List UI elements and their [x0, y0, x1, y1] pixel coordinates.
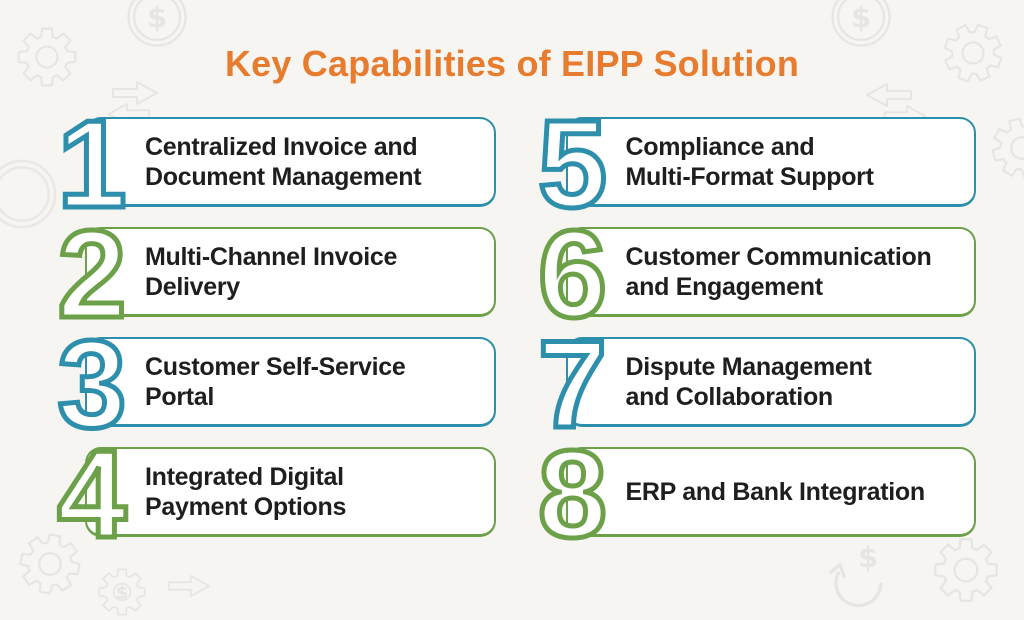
left-column: Centralized Invoice and Document Managem…: [40, 101, 496, 560]
capability-card: Integrated Digital Payment Options: [85, 447, 496, 538]
dollar-coin-icon: [830, 0, 892, 48]
capabilities-grid: Centralized Invoice and Document Managem…: [0, 101, 1024, 560]
capability-card: Dispute Management and Collaboration: [565, 337, 976, 428]
capability-card: Multi-Channel Invoice Delivery: [85, 227, 496, 318]
capability-number: 2: [55, 206, 129, 345]
dollar-coin-icon: [126, 0, 188, 48]
capability-item-6: Customer Communication and Engagement 6: [521, 211, 976, 340]
gear-dollar-icon: [94, 564, 150, 620]
page-title: Key Capabilities of EIPP Solution: [224, 43, 800, 84]
capability-card: Centralized Invoice and Document Managem…: [85, 117, 496, 208]
capability-card: ERP and Bank Integration: [565, 447, 976, 538]
capability-item-8: ERP and Bank Integration 8: [521, 431, 976, 560]
capability-label: Multi-Channel Invoice Delivery: [145, 242, 398, 301]
capability-card: Customer Communication and Engagement: [565, 227, 976, 318]
right-column: Compliance and Multi-Format Support 5 Cu…: [521, 101, 976, 560]
capability-label: Integrated Digital Payment Options: [145, 462, 347, 521]
capability-label: Customer Communication and Engagement: [625, 242, 932, 301]
transfer-arrow-icon: [166, 572, 212, 600]
capability-label: Customer Self-Service Portal: [145, 352, 406, 411]
capability-item-4: Integrated Digital Payment Options 4: [40, 431, 496, 560]
capability-label: Centralized Invoice and Document Managem…: [145, 132, 422, 191]
capability-label: ERP and Bank Integration: [625, 477, 926, 506]
capability-item-7: Dispute Management and Collaboration 7: [521, 321, 976, 450]
capability-item-2: Multi-Channel Invoice Delivery 2: [40, 211, 496, 340]
capability-number: 5: [536, 96, 610, 235]
capability-item-5: Compliance and Multi-Format Support 5: [521, 101, 976, 230]
capability-number: 3: [55, 316, 129, 455]
capability-number: 8: [536, 426, 610, 565]
capability-number: 4: [55, 426, 129, 565]
capability-item-3: Customer Self-Service Portal 3: [40, 321, 496, 450]
capability-card: Compliance and Multi-Format Support: [565, 117, 976, 208]
capability-number: 6: [536, 206, 610, 345]
capability-card: Customer Self-Service Portal: [85, 337, 496, 428]
capability-label: Dispute Management and Collaboration: [625, 352, 872, 411]
capability-label: Compliance and Multi-Format Support: [625, 132, 874, 191]
capability-item-1: Centralized Invoice and Document Managem…: [40, 101, 496, 230]
capability-number: 7: [536, 316, 610, 455]
